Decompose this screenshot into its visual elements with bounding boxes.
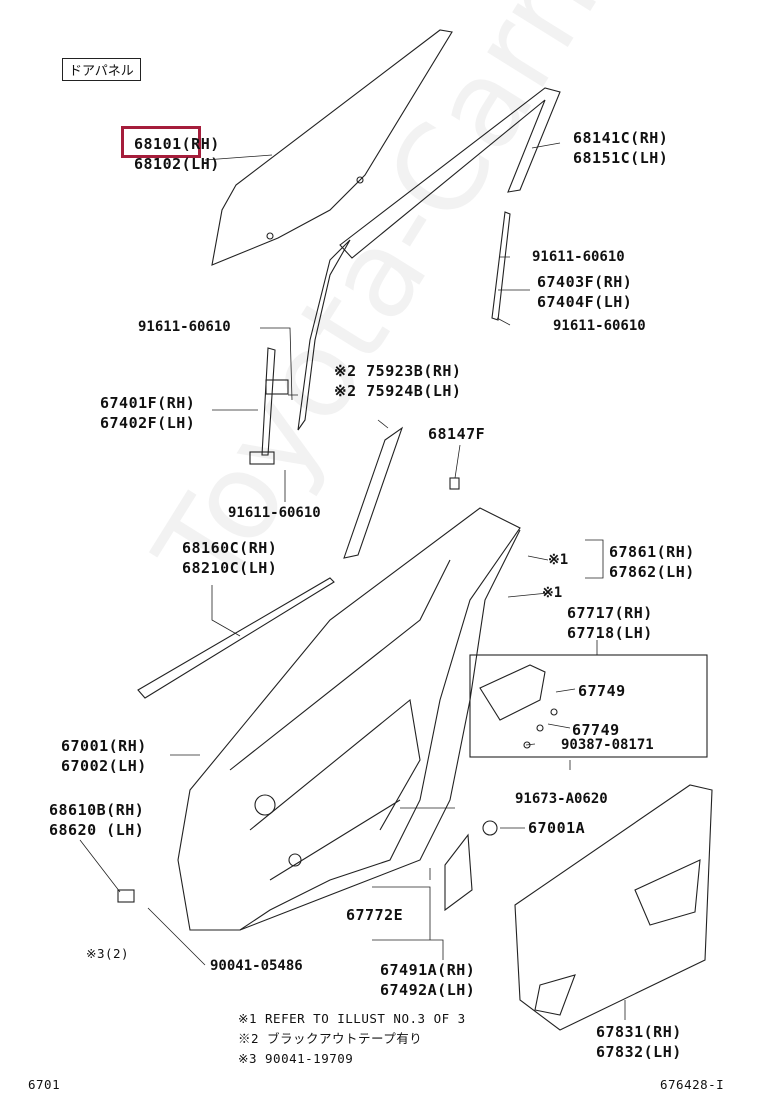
label-hinge-bracket-lh[interactable]: 67718(LH) xyxy=(567,624,653,642)
label-door-panel-lh[interactable]: 67002(LH) xyxy=(61,757,147,775)
footnote-2: ※2 ブラックアウトテープ有り xyxy=(238,1031,423,1046)
footnote-3: ※3 90041-19709 xyxy=(238,1051,354,1066)
label-rear-channel-lh[interactable]: 67404F(LH) xyxy=(537,293,633,311)
rear-channel xyxy=(491,211,511,321)
front-channel xyxy=(261,347,276,456)
label-front-bolt-top[interactable]: 91611-60610 xyxy=(138,319,231,335)
blackout-tape xyxy=(343,426,404,559)
outer-weatherstrip xyxy=(137,577,335,699)
seal-67491a xyxy=(444,833,473,912)
label-clip-68147f[interactable]: 68147F xyxy=(428,425,486,443)
footnote-1: ※1 REFER TO ILLUST NO.3 OF 3 xyxy=(238,1011,466,1026)
label-clips-rh[interactable]: 67861(RH) xyxy=(609,543,695,561)
label-service-cover-lh[interactable]: 67832(LH) xyxy=(596,1043,682,1061)
service-hole-cover xyxy=(514,784,713,1031)
label-glass-rh[interactable]: 68101(RH) xyxy=(134,135,220,153)
label-seal-rh[interactable]: 67491A(RH) xyxy=(380,961,476,979)
label-clip-ref2: ※1 xyxy=(542,585,563,601)
label-91673[interactable]: 91673-A0620 xyxy=(515,791,608,807)
door-check xyxy=(117,889,135,903)
label-67749-b[interactable]: 67749 xyxy=(572,721,620,739)
footer-left: 6701 xyxy=(28,1077,61,1092)
section-tag: ドアパネル xyxy=(62,58,141,81)
label-run-channel-lh[interactable]: 68151C(LH) xyxy=(573,149,669,167)
part-67001a xyxy=(482,820,498,836)
label-blackout-tape-rh[interactable]: ※2 75923B(RH) xyxy=(334,362,462,380)
label-67772e[interactable]: 67772E xyxy=(346,906,404,924)
label-clip-ref1: ※1 xyxy=(548,552,569,568)
label-front-bolt-bottom[interactable]: 91611-60610 xyxy=(228,505,321,521)
label-service-cover-rh[interactable]: 67831(RH) xyxy=(596,1023,682,1041)
label-seal-lh[interactable]: 67492A(LH) xyxy=(380,981,476,999)
label-front-channel-rh[interactable]: 67401F(RH) xyxy=(100,394,196,412)
label-ref3: ※3(2) xyxy=(86,946,130,961)
label-check-lh[interactable]: 68620 (LH) xyxy=(49,821,145,839)
door-glass xyxy=(211,29,453,266)
door-panel xyxy=(177,507,521,931)
label-rear-bolt-top[interactable]: 91611-60610 xyxy=(532,249,625,265)
label-90387[interactable]: 90387-08171 xyxy=(561,737,654,753)
part-highlight xyxy=(121,126,201,158)
clip-68147f xyxy=(449,477,460,490)
footer-right: 676428-I xyxy=(660,1077,725,1092)
label-clips-lh[interactable]: 67862(LH) xyxy=(609,563,695,581)
label-rear-channel-rh[interactable]: 67403F(RH) xyxy=(537,273,633,291)
label-door-panel-rh[interactable]: 67001(RH) xyxy=(61,737,147,755)
label-front-channel-lh[interactable]: 67402F(LH) xyxy=(100,414,196,432)
label-blackout-tape-lh[interactable]: ※2 75924B(LH) xyxy=(334,382,462,400)
hinge-box xyxy=(469,654,708,758)
label-67001a[interactable]: 67001A xyxy=(528,819,586,837)
label-run-channel-rh[interactable]: 68141C(RH) xyxy=(573,129,669,147)
label-outer-weatherstrip-rh[interactable]: 68160C(RH) xyxy=(182,539,278,557)
label-67749-a[interactable]: 67749 xyxy=(578,682,626,700)
label-rear-bolt-bottom[interactable]: 91611-60610 xyxy=(553,318,646,334)
label-outer-weatherstrip-lh[interactable]: 68210C(LH) xyxy=(182,559,278,577)
label-glass-lh[interactable]: 68102(LH) xyxy=(134,155,220,173)
run-channel xyxy=(339,87,561,259)
label-90041[interactable]: 90041-05486 xyxy=(210,958,303,974)
label-check-rh[interactable]: 68610B(RH) xyxy=(49,801,145,819)
door-seal xyxy=(239,529,521,931)
label-hinge-bracket-rh[interactable]: 67717(RH) xyxy=(567,604,653,622)
